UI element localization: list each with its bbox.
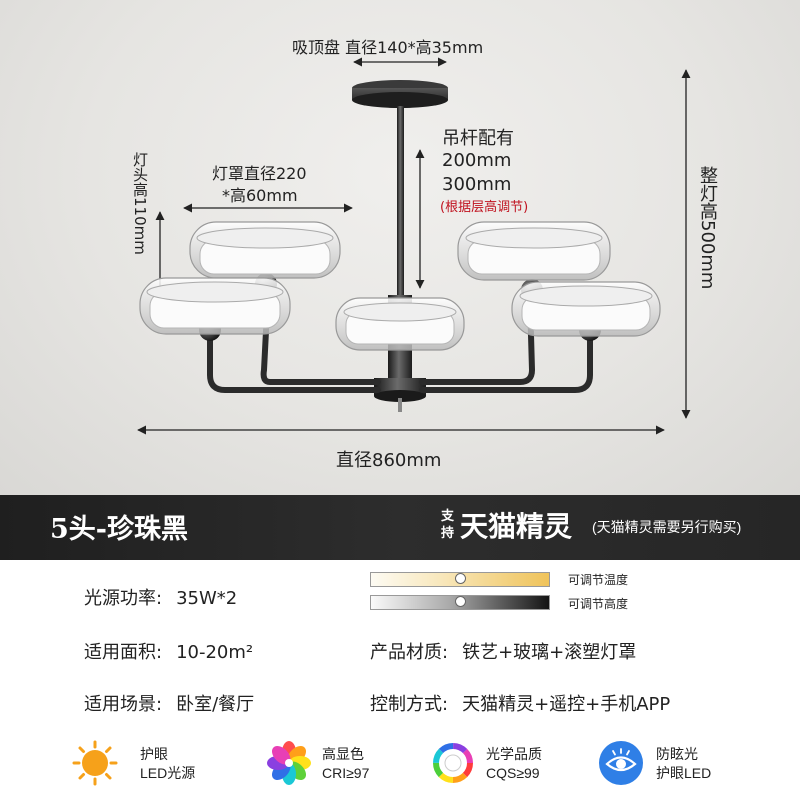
feature-3-title: 光学品质 [486, 746, 542, 762]
spec-power-value: 35W*2 [176, 588, 238, 609]
spec-area: 适用面积: 10-20m² [84, 638, 253, 664]
shade-front-left [139, 277, 291, 335]
feature-4-subtitle: 护眼LED [656, 765, 712, 781]
shade-back-left [189, 221, 341, 279]
shade-dimension-label-1: 灯罩直径220 [212, 164, 307, 183]
spec-control: 控制方式: 天猫精灵+遥控+手机APP [370, 690, 670, 716]
brightness-knob [455, 596, 466, 607]
total-height-label: 整灯高500mm [697, 166, 718, 290]
spec-material-label: 产品材质: [370, 642, 449, 663]
hanging-rod [397, 106, 404, 298]
feature-2-subtitle: CRI≥97 [322, 765, 370, 781]
brand-name: 天猫精灵 [460, 510, 573, 543]
shade-dimension-label-2: *高60mm [222, 186, 298, 205]
color-petal-icon [267, 741, 311, 785]
shade-back-right [457, 221, 611, 281]
plate-dimension-label: 吸顶盘 直径140*高35mm [292, 38, 484, 57]
color-temperature-bar [370, 572, 550, 587]
color-temperature-label: 可调节温度 [568, 573, 629, 587]
arms [207, 289, 593, 393]
rod-length-300: 300mm [442, 174, 512, 195]
rod-length-200: 200mm [442, 150, 512, 171]
color-temperature-knob [455, 573, 466, 584]
color-wheel-icon [433, 743, 473, 783]
brightness-bar [370, 595, 550, 610]
feature-3-subtitle: CQS≥99 [486, 765, 540, 781]
product-hero: 吸顶盘 直径140*高35mm 吊杆配有 200mm 300mm (根据层高调节… [0, 0, 800, 495]
head-height-label: 灯头高110mm [131, 152, 149, 255]
spec-control-label: 控制方式: [370, 694, 449, 715]
diameter-label: 直径860mm [336, 450, 442, 471]
shade-front-right [511, 281, 661, 337]
brightness-label: 可调节高度 [568, 597, 629, 611]
rod-adjust-note: (根据层高调节) [440, 200, 529, 215]
model-banner: 5头-珍珠黑 支持 天猫精灵 (天猫精灵需要另行购买) [0, 495, 800, 560]
spec-area-label: 适用面积: [84, 642, 163, 663]
feature-1-subtitle: LED光源 [140, 765, 196, 781]
shade-center [335, 297, 465, 351]
spec-control-value: 天猫精灵+遥控+手机APP [462, 694, 671, 715]
feature-2-title: 高显色 [322, 746, 364, 762]
spec-scene-label: 适用场景: [84, 694, 163, 715]
chandelier-illustration [137, 57, 691, 435]
support-label: 支持 [441, 508, 455, 540]
spec-scene-value: 卧室/餐厅 [176, 694, 255, 715]
spec-material: 产品材质: 铁艺+玻璃+滚塑灯罩 [370, 638, 636, 664]
spec-power: 光源功率: 35W*2 [84, 584, 237, 610]
feature-1-title: 护眼 [140, 746, 168, 762]
spec-area-value: 10-20m² [176, 642, 254, 663]
brand-note: (天猫精灵需要另行购买) [592, 519, 742, 535]
spec-scene: 适用场景: 卧室/餐厅 [84, 690, 254, 716]
spec-power-label: 光源功率: [84, 588, 163, 609]
model-name: 5头-珍珠黑 [50, 514, 188, 545]
feature-4-title: 防眩光 [656, 746, 698, 762]
rod-title: 吊杆配有 [442, 128, 514, 149]
spec-material-value: 铁艺+玻璃+滚塑灯罩 [462, 642, 637, 663]
sun-icon [72, 740, 118, 786]
eye-icon [599, 741, 643, 785]
